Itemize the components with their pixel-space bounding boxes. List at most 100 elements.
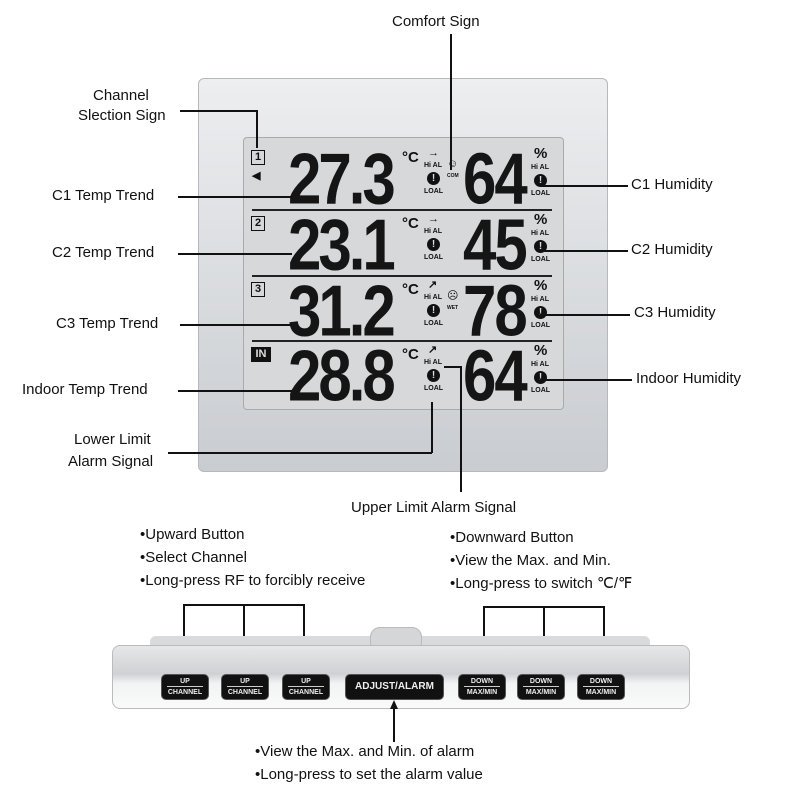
lcd-screen [243, 137, 564, 410]
leader-line [543, 606, 545, 664]
channel-sign: 1 [251, 150, 265, 165]
humidity-value: 78 [463, 270, 528, 352]
row-divider [252, 275, 552, 277]
leader-line [178, 196, 292, 198]
temp-trend-icon: → [428, 147, 439, 159]
button-label-bottom: MAX/MIN [585, 689, 617, 696]
note: •Downward Button [450, 529, 574, 546]
alarm-icon: ! [534, 240, 547, 253]
leader-line [460, 366, 462, 492]
leader-line [178, 253, 292, 255]
temp-unit: °C [402, 215, 419, 232]
temperature-value: 28.8 [288, 335, 396, 417]
leader-line [540, 314, 630, 316]
channel-sign: 3 [251, 282, 265, 297]
hi-alarm-label: Hi AL [531, 296, 550, 303]
humidity-value: 64 [463, 138, 528, 220]
hi-alarm-label: Hi AL [424, 294, 443, 301]
humidity-unit: % [534, 342, 548, 359]
temp-unit: °C [402, 346, 419, 363]
comfort-label: WET [447, 305, 459, 311]
alarm-icon: ! [427, 304, 440, 317]
button-label-bottom: CHANNEL [288, 689, 324, 696]
comfort-label: COM [447, 173, 459, 179]
hi-alarm-label: Hi AL [424, 162, 443, 169]
leader-line [180, 110, 256, 112]
callout-c2-temp-trend: C2 Temp Trend [52, 244, 155, 261]
note: •Long-press to set the alarm value [255, 766, 483, 783]
temp-trend-icon: ↗ [428, 344, 438, 356]
leader-line [303, 604, 305, 664]
temperature-value: 31.2 [288, 270, 396, 352]
lo-alarm-label: LOAL [531, 256, 551, 263]
adjust-alarm-button[interactable]: ADJUST/ALARM [345, 674, 444, 700]
note: •Upward Button [140, 526, 245, 543]
humidity-unit: % [534, 277, 548, 294]
lo-alarm-label: LOAL [531, 322, 551, 329]
leader-line [393, 708, 395, 742]
leader-line [540, 185, 628, 187]
callout-c1-humidity: C1 Humidity [631, 176, 713, 193]
button-label-bottom: CHANNEL [167, 689, 203, 696]
down-button[interactable]: DOWN MAX/MIN [517, 674, 565, 700]
lo-alarm-label: LOAL [424, 385, 444, 392]
leader-line [256, 110, 258, 148]
temperature-value: 23.1 [288, 204, 396, 286]
note: •View the Max. and Min. of alarm [255, 743, 475, 760]
leader-line [444, 366, 461, 368]
lo-alarm-label: LOAL [424, 320, 444, 327]
temperature-value: 27.3 [288, 138, 396, 220]
callout-c3-humidity: C3 Humidity [634, 304, 716, 321]
leader-line [178, 390, 292, 392]
leader-line [450, 34, 452, 170]
hi-alarm-label: Hi AL [424, 228, 443, 235]
leader-line [431, 402, 433, 453]
humidity-value: 45 [463, 204, 528, 286]
callout-c2-humidity: C2 Humidity [631, 241, 713, 258]
comfort-face-icon: ☹ [447, 290, 459, 302]
note: •Long-press RF to forcibly receive [140, 572, 366, 589]
temp-unit: °C [402, 149, 419, 166]
temp-trend-icon: → [428, 213, 439, 225]
note: •Select Channel [140, 549, 247, 566]
callout-channel-selection: Slection Sign [78, 107, 166, 124]
button-label-bottom: MAX/MIN [525, 689, 557, 696]
leader-line [180, 324, 292, 326]
leader-line [603, 606, 605, 664]
button-label-top: UP [167, 677, 203, 687]
alarm-icon: ! [534, 306, 547, 319]
note: •View the Max. and Min. [450, 552, 611, 569]
leader-line [540, 250, 628, 252]
leader-line [483, 606, 485, 664]
hi-alarm-label: Hi AL [531, 361, 550, 368]
callout-channel-selection: Channel [93, 87, 149, 104]
button-label-top: DOWN [464, 677, 500, 687]
down-button[interactable]: DOWN MAX/MIN [577, 674, 625, 700]
button-label-top: UP [227, 677, 263, 687]
leader-line [183, 604, 185, 664]
down-button[interactable]: DOWN MAX/MIN [458, 674, 506, 700]
callout-lower-limit: Lower Limit [74, 431, 151, 448]
row-divider [252, 209, 552, 211]
callout-upper-limit: Upper Limit Alarm Signal [351, 499, 517, 516]
lo-alarm-label: LOAL [424, 254, 444, 261]
up-button[interactable]: UP CHANNEL [161, 674, 209, 700]
row-divider [252, 340, 552, 342]
comfort-face-icon: ☺ [447, 158, 459, 170]
up-button[interactable]: UP CHANNEL [221, 674, 269, 700]
lo-alarm-label: LOAL [424, 188, 444, 195]
channel-sign: IN [251, 347, 271, 362]
button-label-top: DOWN [523, 677, 559, 687]
alarm-icon: ! [534, 174, 547, 187]
button-label-top: DOWN [583, 677, 619, 687]
button-label-bottom: MAX/MIN [466, 689, 498, 696]
channel-arrow-icon: ◀ [252, 170, 261, 182]
callout-indoor-humidity: Indoor Humidity [636, 370, 742, 387]
hi-alarm-label: Hi AL [424, 359, 443, 366]
lo-alarm-label: LOAL [531, 190, 551, 197]
callout-lower-limit: Alarm Signal [68, 453, 154, 470]
temp-trend-icon: ↗ [428, 279, 438, 291]
button-label-bottom: CHANNEL [227, 689, 263, 696]
hi-alarm-label: Hi AL [531, 164, 550, 171]
